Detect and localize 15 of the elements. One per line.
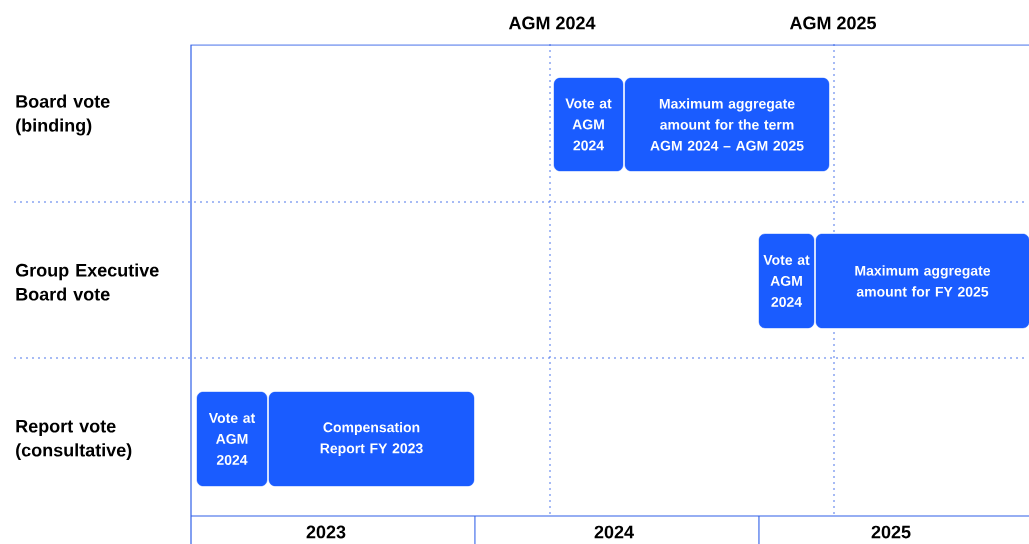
vote-box: Vote at AGM 2024 (196, 391, 268, 487)
year-label: 2024 (594, 525, 634, 539)
year-label: 2025 (871, 525, 911, 539)
year-label: 2023 (306, 525, 346, 539)
node-label: Maximum aggregate amount for FY 2025 (855, 265, 991, 297)
column-heading: AGM 2024 (508, 16, 596, 30)
row-label: Board vote (binding) (16, 94, 110, 136)
vote-box: Maximum aggregate amount for the term AGM 2024 – AGM 2025 (624, 77, 830, 172)
vote-box: Vote at AGM 2024 (553, 77, 624, 172)
row-label: Group Executive Board vote (15, 263, 159, 301)
vote-box: Compensation Report FY 2023 (268, 391, 475, 487)
column-heading: AGM 2025 (789, 16, 876, 30)
vote-box: Vote at AGM 2024 (758, 233, 815, 329)
vote-box: Maximum aggregate amount for FY 2025 (815, 233, 1029, 329)
row-label: Report vote (consultative) (16, 419, 132, 461)
